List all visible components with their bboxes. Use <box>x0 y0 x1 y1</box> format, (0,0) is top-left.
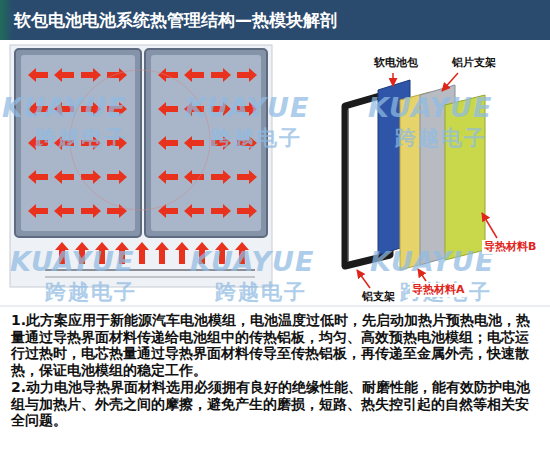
watermark: 跨越电子 <box>35 124 127 152</box>
description-paragraph: 1.此方案应用于新能源汽车电池模组，电池温度过低时，先启动加热片预热电池，热量通… <box>11 312 539 378</box>
watermark: KUAYUE <box>370 246 494 277</box>
watermark: 跨越电子 <box>395 124 487 152</box>
part-label: 铝片支架 <box>450 56 498 70</box>
watermark: 跨越电子 <box>210 124 302 152</box>
watermark: KUAYUE <box>10 246 134 277</box>
watermark: KUAYUE <box>190 246 314 277</box>
part-label: 铝支架 <box>360 290 397 304</box>
part-label: 导热材料B <box>482 240 538 254</box>
description-paragraph: 2.动力电池导热界面材料选用必须拥有良好的绝缘性能、耐磨性能，能有效防护电池组与… <box>11 379 539 429</box>
watermark: 跨越电子 <box>45 278 137 306</box>
watermark: 跨越电子 <box>215 278 307 306</box>
watermark: KUAYUE <box>368 92 492 123</box>
part-label: 导热材料A <box>410 283 467 297</box>
part-label: 软电池包 <box>372 56 420 70</box>
title-text: 软包电池电池系统热管理结构—热模块解剖 <box>0 0 550 40</box>
watermark: KUAYUE <box>185 92 309 123</box>
watermark: KUAYUE <box>2 92 126 123</box>
title-bar: 软包电池电池系统热管理结构—热模块解剖 <box>0 0 550 40</box>
